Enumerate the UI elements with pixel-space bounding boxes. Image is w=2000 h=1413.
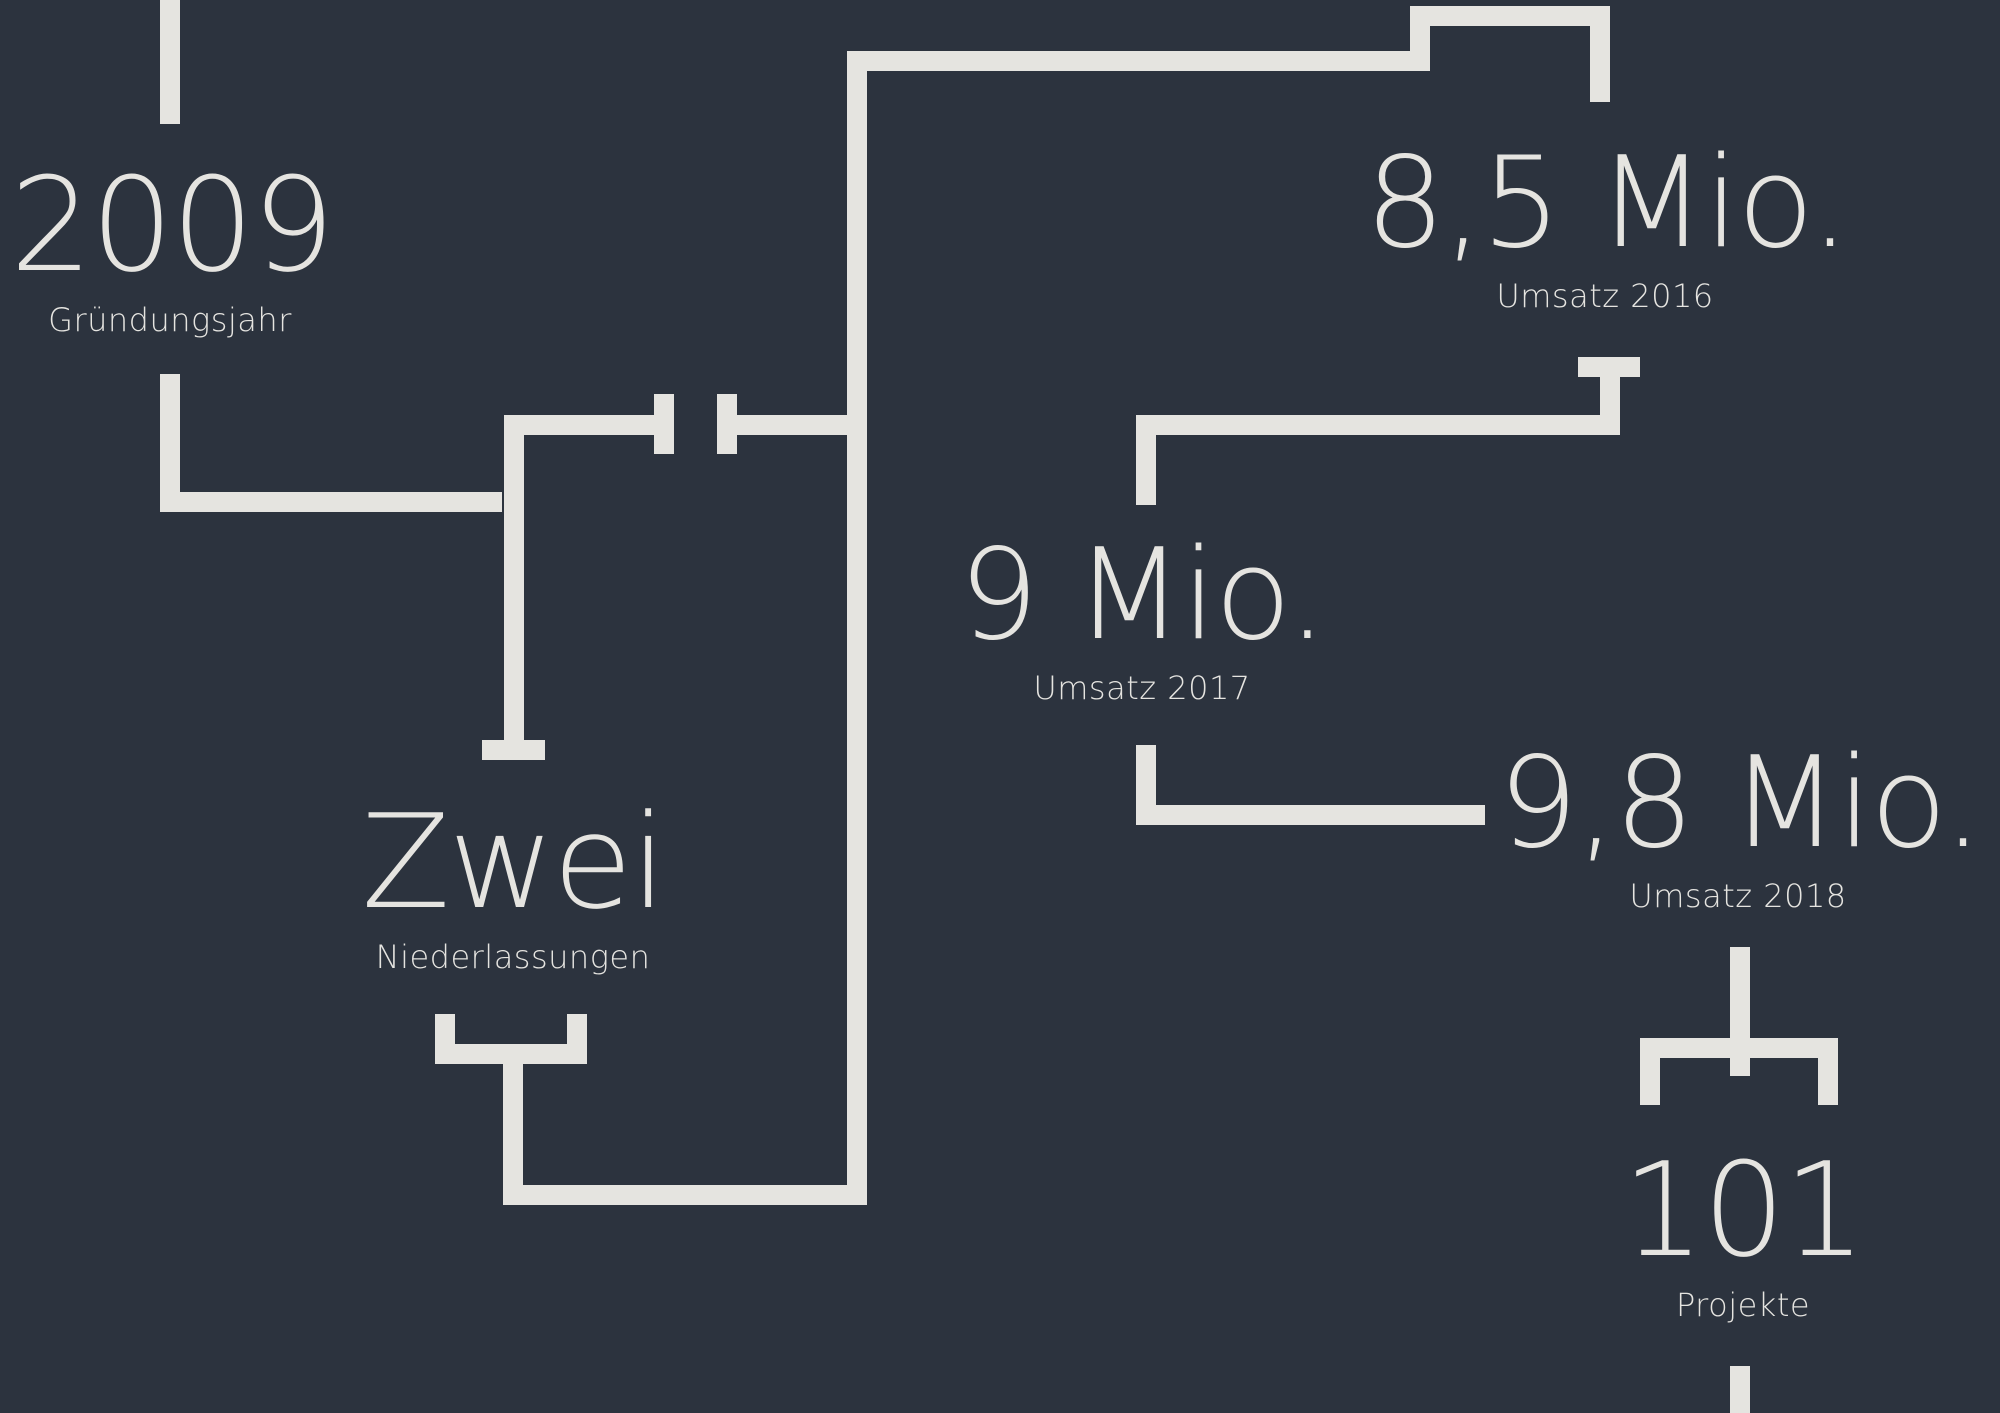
line-founding-to-branch [160,374,502,512]
stat-branches: Zwei Niederlassungen [353,797,673,973]
stat-value: 9,8 Mio. [1498,729,1983,876]
stat-revenue-2017: 9 Mio. Umsatz 2017 [942,521,1342,707]
stat-label: Umsatz 2016 [1496,277,1714,315]
stat-value: 8,5 Mio. [1365,129,1850,276]
stat-label: Projekte [1675,1286,1811,1324]
line-main-trunk [503,6,1610,1205]
stat-label: Umsatz 2017 [1033,669,1251,707]
line-branch-left [504,415,664,751]
stat-value: Zwei [361,786,666,938]
stat-founding-year: 2009 Gründungsjahr [10,149,335,339]
stat-value: 2009 [10,149,335,301]
stat-label: Niederlassungen [375,938,651,976]
line-2016-to-2017 [1136,367,1620,505]
stat-revenue-2018: 9,8 Mio. Umsatz 2018 [1498,729,1983,915]
stat-value: 101 [1621,1134,1866,1286]
line-bracket-branches [435,1014,587,1064]
stat-revenue-2016: 8,5 Mio. Umsatz 2016 [1365,129,1850,315]
line-2017-to-2018 [1136,745,1485,825]
stat-label: Gründungsjahr [48,301,292,339]
line-bracket-projects [1640,1038,1838,1105]
stat-value: 9 Mio. [958,521,1328,668]
stat-projects: 101 Projekte [1573,1145,1913,1321]
stat-label: Umsatz 2018 [1629,877,1847,915]
